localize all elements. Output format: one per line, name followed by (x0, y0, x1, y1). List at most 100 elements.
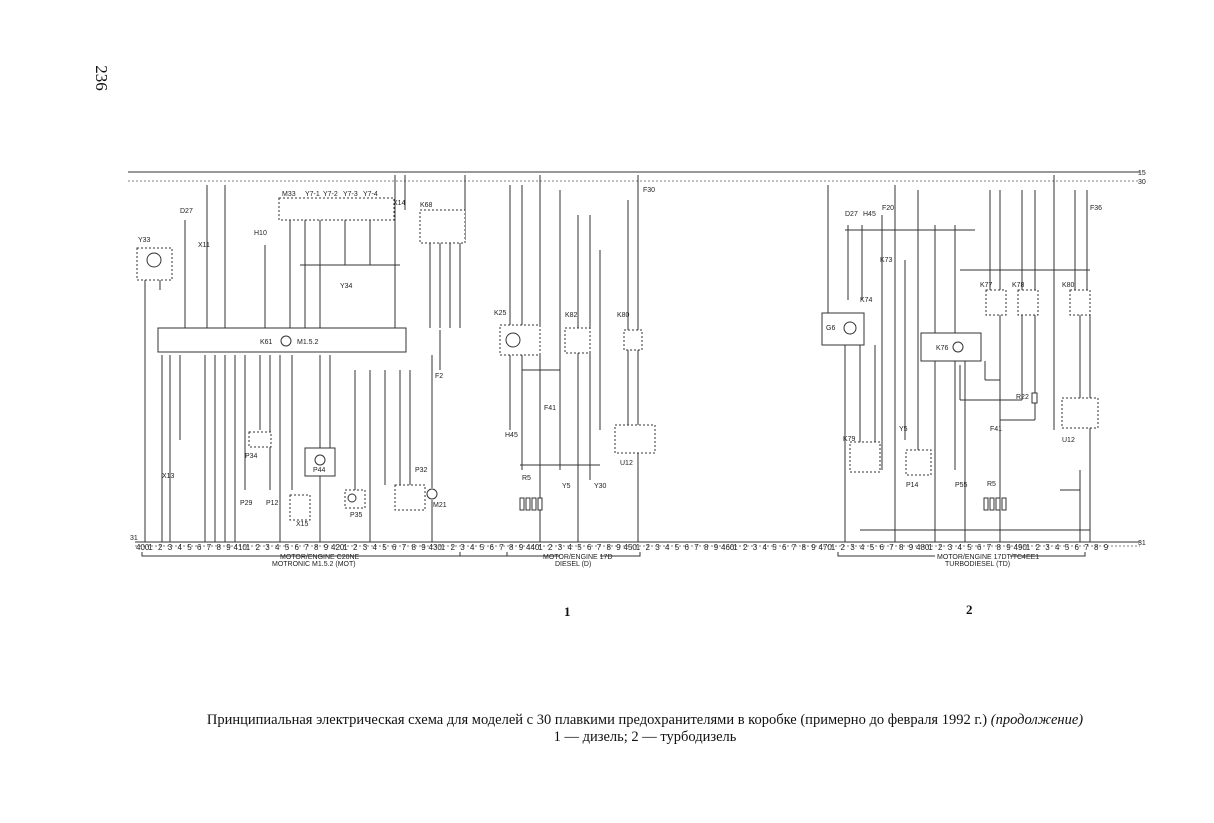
label-R5-d: R5 (522, 475, 531, 482)
ruler-tick-label: 6 (880, 543, 885, 552)
label-M21: M21 (433, 502, 447, 509)
ruler-tick-label: 3 (948, 543, 953, 552)
ruler-tick-label: 7 (499, 543, 504, 552)
label-K77: K77 (980, 282, 993, 289)
label-Y7-1: Y7-1 (305, 191, 320, 198)
ruler-tick-label: 8 (1094, 543, 1099, 552)
ruler-tick-label: 3 (363, 543, 368, 552)
ruler-tick-label: 2 (743, 543, 748, 552)
label-K80-td: K80 (1062, 282, 1075, 289)
label-Y34: Y34 (340, 283, 353, 290)
ruler-tick-label: 3 (850, 543, 855, 552)
ruler-tick-label: 2 (938, 543, 943, 552)
ruler-tick-label: 8 (997, 543, 1002, 552)
resistor (531, 497, 537, 511)
ruler-tick-label: 4 (665, 543, 670, 552)
ruler-tick-label: 2 (646, 543, 651, 552)
ruler-tick-label: 5 (1065, 543, 1070, 552)
label-F41-td: F41 (990, 426, 1002, 433)
ruler-tick-label: 2 (841, 543, 846, 552)
label-F20: F20 (882, 205, 894, 212)
ruler-major-label: 480 (916, 543, 930, 552)
label-D27-td: D27 (845, 211, 858, 218)
ruler-tick-label: 9 (324, 543, 329, 552)
ruler-tick-label: 4 (470, 543, 475, 552)
ruler-tick-label: 7 (694, 543, 699, 552)
ruler-tick-label: 9 (714, 543, 719, 552)
ruler-major-label: 420 (331, 543, 345, 552)
ruler-tick-label: 8 (314, 543, 319, 552)
ruler-tick-label: 6 (392, 543, 397, 552)
ruler-tick-label: 1 (148, 543, 153, 552)
figure-number-2: 2 (966, 602, 973, 617)
ruler-major-label: 490 (1014, 543, 1028, 552)
label-M1.5.2: M1.5.2 (297, 339, 319, 346)
ruler-tick-label: 4 (568, 543, 573, 552)
ruler-tick-label: 2 (353, 543, 358, 552)
ruler-tick-label: 9 (811, 543, 816, 552)
ruler-tick-label: 1 (733, 543, 738, 552)
label-F2: F2 (435, 373, 443, 380)
label-P12: P12 (266, 500, 279, 507)
label-K74: K74 (860, 297, 873, 304)
ruler-major-label: 460 (721, 543, 735, 552)
label-K80-d: K80 (617, 312, 630, 319)
label-K76: K76 (936, 345, 949, 352)
label-K78: K78 (1012, 282, 1025, 289)
caption-continued: (продолжение) (990, 712, 1084, 728)
ruler-tick-label: 5 (675, 543, 680, 552)
section-note-2-line1: MOTOR/ENGINE 17D (543, 554, 613, 561)
section-note-1-line1: MOTOR/ENGINE C20NE (280, 554, 360, 561)
label-U12-d: U12 (620, 460, 633, 467)
ruler-tick-label: 4 (860, 543, 865, 552)
ruler-tick-label: 3 (1045, 543, 1050, 552)
component-boxes (136, 197, 1099, 521)
ruler-tick-label: 8 (704, 543, 709, 552)
ruler-tick-label: 3 (558, 543, 563, 552)
ruler-tick-label: 2 (1036, 543, 1041, 552)
ruler-tick-label: 7 (402, 543, 407, 552)
caption-line-1: Принципиальная электрическая схема для м… (206, 712, 988, 728)
ruler-tick-label: 8 (509, 543, 514, 552)
ruler-major-label: 440 (526, 543, 540, 552)
ruler-tick-label: 3 (460, 543, 465, 552)
section-note-1-line2: MOTRONIC M1.5.2 (MOT) (272, 561, 356, 568)
ruler-tick-label: 1 (1026, 543, 1031, 552)
ruler-tick-label: 7 (889, 543, 894, 552)
label-K73: K73 (880, 257, 893, 264)
ruler-tick-label: 6 (1075, 543, 1080, 552)
label-F36: F36 (1090, 205, 1102, 212)
ruler-tick-label: 6 (587, 543, 592, 552)
section-note-3-line2: TURBODIESEL (TD) (945, 561, 1010, 568)
label-P29: P29 (240, 500, 253, 507)
ruler-tick-label: 3 (655, 543, 660, 552)
label-K68: K68 (420, 202, 433, 209)
label-Y30: Y30 (594, 483, 607, 490)
ruler-tick-label: 1 (831, 543, 836, 552)
bus-label-15: 15 (1138, 170, 1146, 177)
label-Y33: Y33 (138, 237, 151, 244)
resistor (519, 497, 525, 511)
label-Y7-2: Y7-2 (323, 191, 338, 198)
label-U12-td: U12 (1062, 437, 1075, 444)
ruler-tick-label: 9 (1006, 543, 1011, 552)
label-K82: K82 (565, 312, 578, 319)
ruler-major-label: 450 (624, 543, 638, 552)
ruler-tick-label: 4 (763, 543, 768, 552)
ruler-tick-label: 5 (772, 543, 777, 552)
resistor (537, 497, 543, 511)
label-Y5-td: Y5 (899, 426, 908, 433)
resistor (989, 497, 995, 511)
resistor (983, 497, 989, 511)
ruler-major-label: 400 (136, 543, 150, 552)
ruler-major-label: 410 (234, 543, 248, 552)
ruler-tick-label: 6 (295, 543, 300, 552)
resistor (995, 497, 1001, 511)
label-X14: X14 (393, 200, 406, 207)
ruler-tick-label: 9 (1104, 543, 1109, 552)
ruler-tick-label: 7 (304, 543, 309, 552)
ruler-tick-label: 5 (382, 543, 387, 552)
label-X11: X11 (198, 242, 210, 249)
ruler-tick-label: 5 (967, 543, 972, 552)
